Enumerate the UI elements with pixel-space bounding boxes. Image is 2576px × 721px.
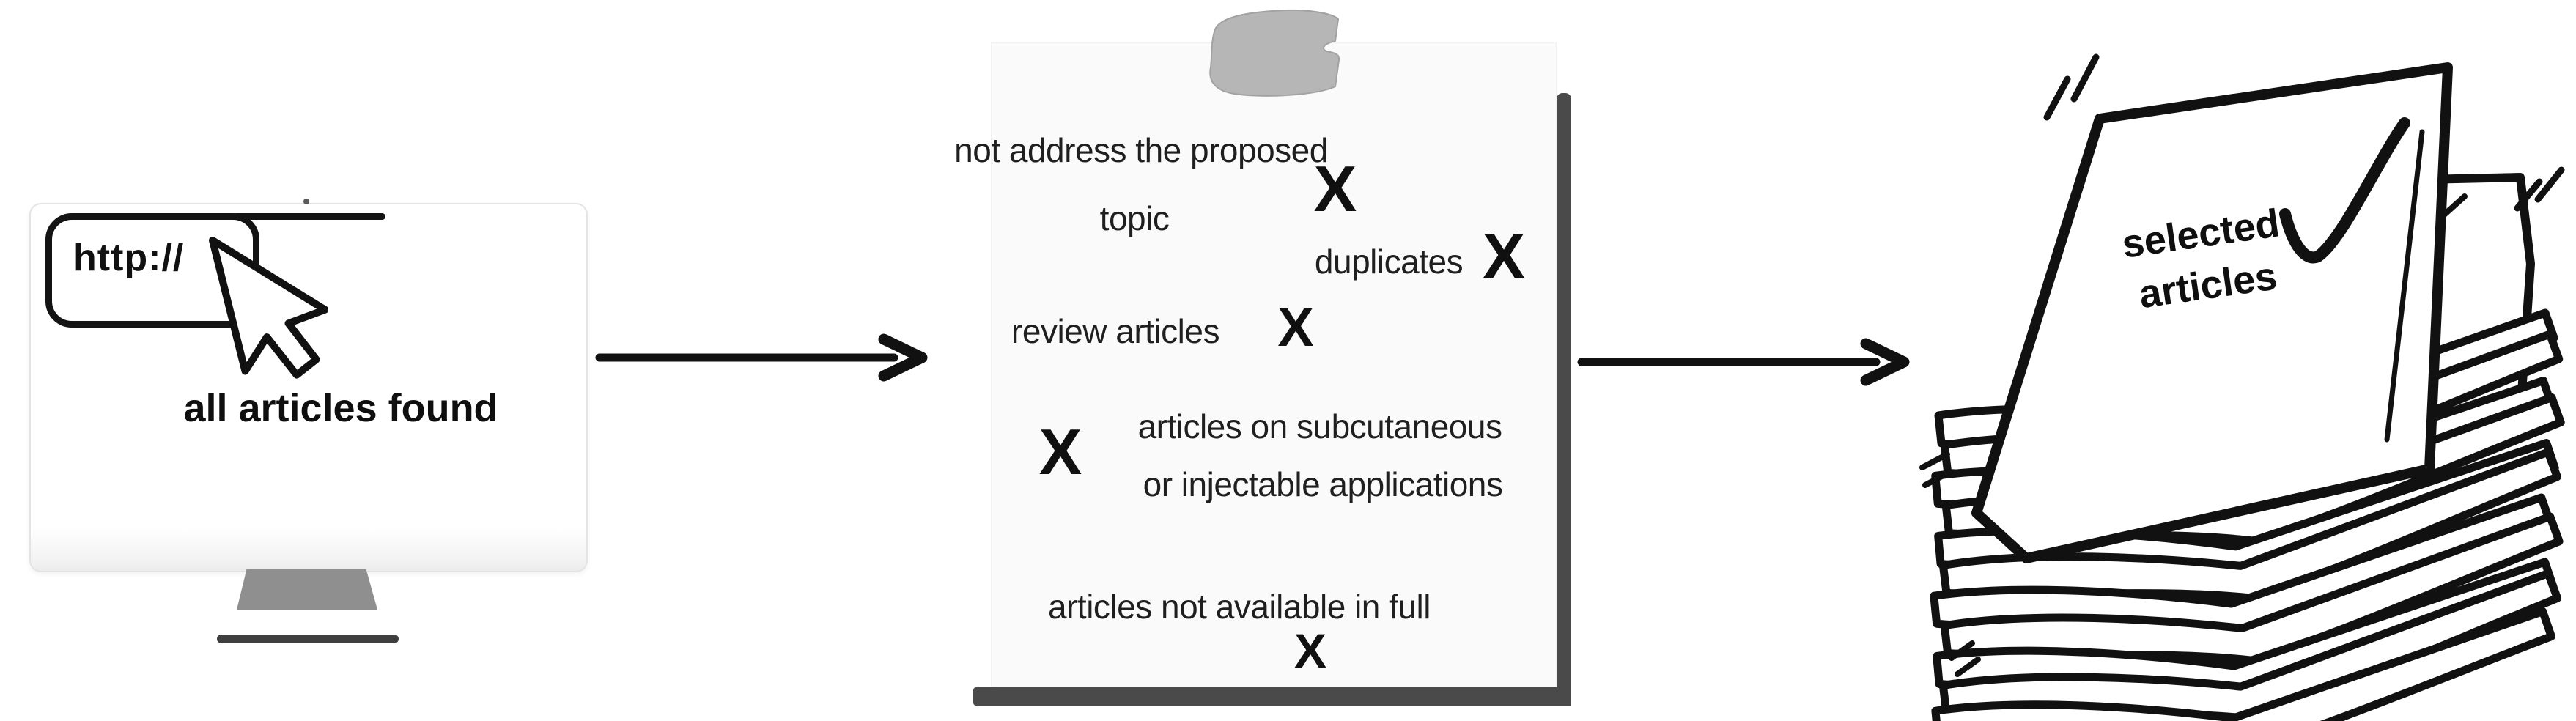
x-mark: X [1482,220,1526,292]
exclusion-item-subcutaneous-line2: or injectable applications [1143,465,1503,503]
x-mark: X [1277,297,1314,358]
flow-arrow-2 [1577,338,1910,386]
note-shadow-bottom [973,687,1571,706]
url-text: http:// [73,237,185,279]
paper-stack-icon [1919,53,2576,721]
note-shadow-right [1557,93,1571,706]
exclusion-item-subcutaneous-line1: articles on subcutaneous [1137,407,1502,445]
exclusion-item-duplicates: duplicates [1314,243,1464,281]
address-bar-top-line [233,213,385,220]
monitor-illustration [29,203,588,572]
monitor-screen-label: all articles found [183,386,498,430]
monitor-stand-base [217,635,399,643]
cursor-icon [209,237,328,379]
flow-arrow-1 [595,333,928,382]
tape-icon [1209,9,1340,97]
x-mark: X [1038,415,1082,488]
monitor-stand-neck [237,569,377,610]
exclusion-note-paper [991,42,1557,687]
exclusion-item-topic-line2: topic [1099,199,1170,237]
webcam-icon [303,199,309,204]
x-mark: X [1293,624,1327,678]
exclusion-item-not-available: articles not available in full [1048,588,1431,626]
x-mark: X [1313,152,1357,225]
stack-label: selected articles [2119,197,2290,322]
exclusion-item-review-articles: review articles [1011,312,1219,350]
exclusion-item-topic-line1: not address the proposed [954,131,1328,169]
